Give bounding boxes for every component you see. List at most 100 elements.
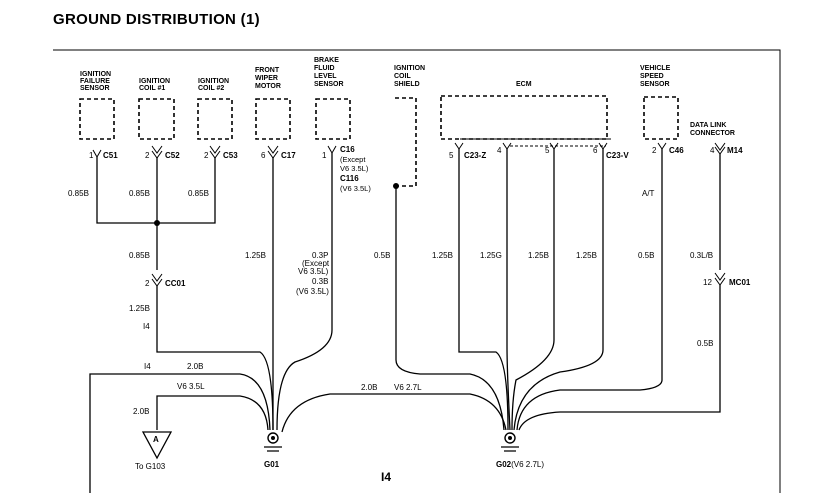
brake-wire-label: 0.3P (Except V6 3.5L) 0.3B (V6 3.5L) (296, 251, 331, 296)
cc01-chevron-icon (151, 273, 163, 287)
c23v-connector: C23-V (606, 151, 629, 160)
page-label: I4 (381, 470, 391, 484)
c46-connector: C46 (669, 146, 684, 155)
page-title: GROUND DISTRIBUTION (1) (53, 11, 260, 28)
cc01-to-g01-wire (156, 286, 274, 431)
ecm-label: ECM (516, 81, 532, 88)
cc01-connector: CC01 (165, 279, 186, 288)
ecm-wire-3 (511, 149, 555, 431)
ignition-coil-2-label: IGNITION COIL #2 (198, 78, 231, 92)
c51-connector: C51 (103, 151, 118, 160)
m14-connector: M14 (727, 146, 743, 155)
c16-note-1: (Except (340, 155, 366, 164)
g01-g02-wire-label: 2.0B (361, 383, 377, 392)
c53-pin: 2 (204, 151, 209, 160)
c46-chevron-icon (657, 142, 667, 150)
v635-label: V6 3.5L (177, 382, 205, 391)
ecm-pin-1: 5 (449, 151, 454, 160)
cc01-pin: 2 (145, 279, 150, 288)
cc01-wire-below: 1.25B (129, 304, 150, 313)
c17-pin: 6 (261, 151, 266, 160)
ecm-wire-1 (458, 149, 509, 431)
ecm-wire-1-label: 1.25B (432, 251, 453, 260)
ignition-coil-2-box (197, 98, 233, 140)
i4-to-g01-wire (89, 373, 271, 493)
ecm-wire-4-label: 1.25B (576, 251, 597, 260)
brake-wire (276, 153, 333, 431)
cc01-wire-above: 0.85B (129, 251, 150, 260)
lower-wire-1: 2.0B (187, 362, 203, 371)
page-frame (53, 49, 781, 493)
c51-wire: 0.85B (68, 189, 89, 198)
brake-fluid-level-sensor-label: BRAKE FLUID LEVEL SENSOR (314, 57, 344, 88)
c16-note-2: V6 3.5L) (340, 164, 369, 173)
c52-connector: C52 (165, 151, 180, 160)
g01-g02-link-wire (281, 393, 507, 433)
wiper-wire-label: 1.25B (245, 251, 266, 260)
ecm-pin-3: 5 (545, 146, 550, 155)
ignition-coil-1-label: IGNITION COIL #1 (139, 78, 172, 92)
vehicle-speed-sensor-box (643, 96, 679, 140)
ignition-failure-sensor-label: IGNITION FAILURE SENSOR (80, 71, 113, 92)
splice-to-g01-wire (156, 395, 269, 431)
m14-pin: 4 (710, 146, 715, 155)
g02-ground-icon (504, 432, 516, 444)
c52-pin: 2 (145, 151, 150, 160)
ecm-wire-4 (513, 149, 604, 431)
c52-wire: 0.85B (129, 189, 150, 198)
ecm-pin-4: 6 (593, 146, 598, 155)
c17-chevron-icon (267, 145, 279, 159)
vehicle-speed-sensor-label: VEHICLE SPEED SENSOR (640, 65, 672, 88)
c53-wire: 0.85B (188, 189, 209, 198)
v627-label: V6 2.7L (394, 383, 422, 392)
mc01-wire-below: 0.5B (697, 339, 713, 348)
vss-wire (516, 149, 663, 431)
dlc-to-g02-wire (518, 285, 721, 431)
ecm-pin-1-chevron-icon (454, 142, 464, 150)
m14-chevron-icon (714, 142, 726, 155)
c46-pin: 2 (652, 146, 657, 155)
c16-chevron-icon (327, 145, 337, 155)
c16-pin: 1 (322, 151, 327, 160)
shield-wire (395, 186, 505, 431)
front-wiper-motor-box (255, 98, 291, 140)
shield-wire-label: 0.5B (374, 251, 390, 260)
vss-wire-label: 0.5B (638, 251, 654, 260)
mc01-connector: MC01 (729, 278, 751, 287)
c116-connector: C116 (340, 174, 359, 183)
ecm-wire-3-label: 1.25B (528, 251, 549, 260)
left-sensor-wires (96, 157, 216, 270)
ecm-pin-2: 4 (497, 146, 502, 155)
ignition-failure-sensor-box (79, 98, 115, 140)
ecm-wire-2 (506, 149, 511, 431)
ecm-box (440, 95, 608, 140)
g01-ground-icon (267, 432, 279, 444)
c53-chevron-icon (209, 145, 221, 159)
c17-connector: C17 (281, 151, 296, 160)
to-g103-label: To G103 (135, 462, 166, 471)
ignition-coil-shield-box (395, 97, 417, 187)
vss-note: A/T (642, 189, 655, 198)
g02-label: G02(V6 2.7L) (496, 460, 544, 469)
c23z-connector: C23-Z (464, 151, 486, 160)
lower-i4-label: I4 (144, 362, 151, 371)
front-wiper-motor-label: FRONT WIPER MOTOR (255, 67, 281, 90)
c16-connector: C16 (340, 145, 355, 154)
lower-wire-2: 2.0B (133, 407, 149, 416)
mc01-pin: 12 (703, 278, 712, 287)
brake-fluid-level-sensor-box (315, 98, 351, 140)
g01-label: G01 (264, 460, 280, 469)
left-splice-dot (154, 220, 160, 226)
ecm-wire-2-label: 1.25G (480, 251, 502, 260)
c51-chevron-icon (92, 149, 102, 159)
mc01-chevron-icon (714, 272, 726, 286)
cc01-i4-label: I4 (143, 322, 150, 331)
splice-a-triangle-icon (141, 431, 173, 460)
splice-a-letter: A (153, 435, 159, 444)
c52-chevron-icon (151, 145, 163, 159)
ecm-pin-2-chevron-icon (502, 142, 512, 150)
c51-pin: 1 (89, 151, 94, 160)
data-link-connector-label: DATA LINK CONNECTOR (690, 122, 735, 137)
c53-connector: C53 (223, 151, 238, 160)
